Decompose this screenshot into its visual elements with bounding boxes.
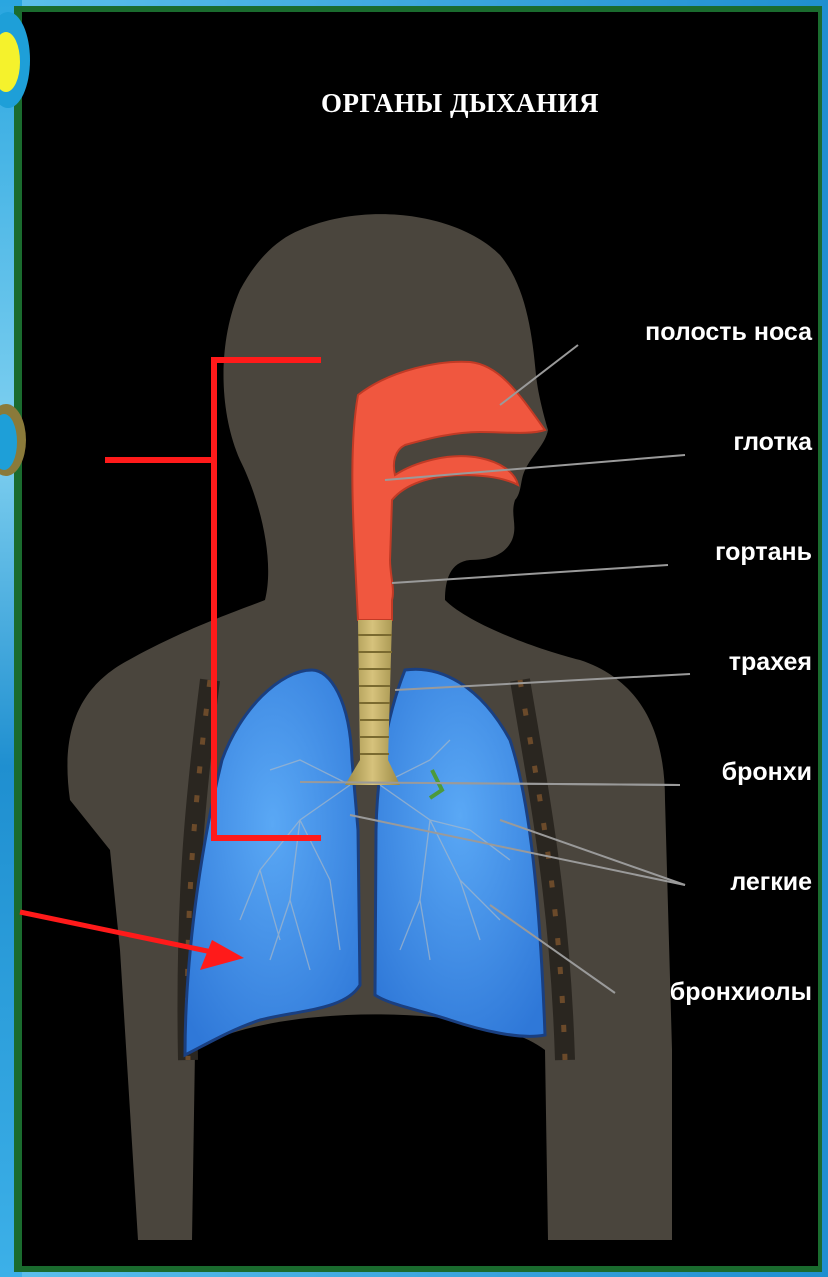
label-trachea: трахея xyxy=(729,648,812,676)
label-bronchioles: бронхиолы xyxy=(670,978,812,1006)
diagram-title: ОРГАНЫ ДЫХАНИЯ xyxy=(321,88,599,118)
label-lungs: легкие xyxy=(730,868,812,896)
label-larynx: гортань xyxy=(715,538,812,566)
label-pharynx: глотка xyxy=(733,428,813,456)
label-bronchi: бронхи xyxy=(722,758,812,786)
label-nasal-cavity: полость носа xyxy=(645,318,813,346)
